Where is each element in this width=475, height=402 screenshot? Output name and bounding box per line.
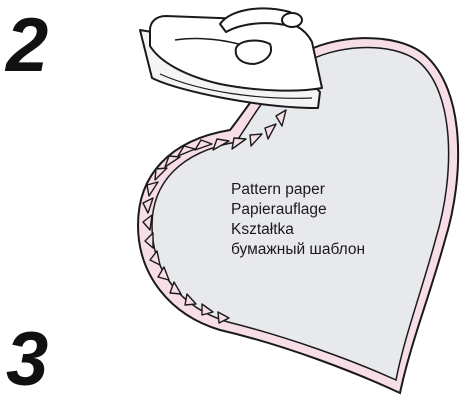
label-german: Papierauflage [231,200,451,220]
pattern-paper-label: Pattern paper Papierauflage Kształtka бу… [231,180,451,260]
label-russian: бумажный шаблон [231,240,451,260]
label-english: Pattern paper [231,180,451,200]
label-polish: Kształtka [231,220,451,240]
iron-icon [140,8,322,108]
